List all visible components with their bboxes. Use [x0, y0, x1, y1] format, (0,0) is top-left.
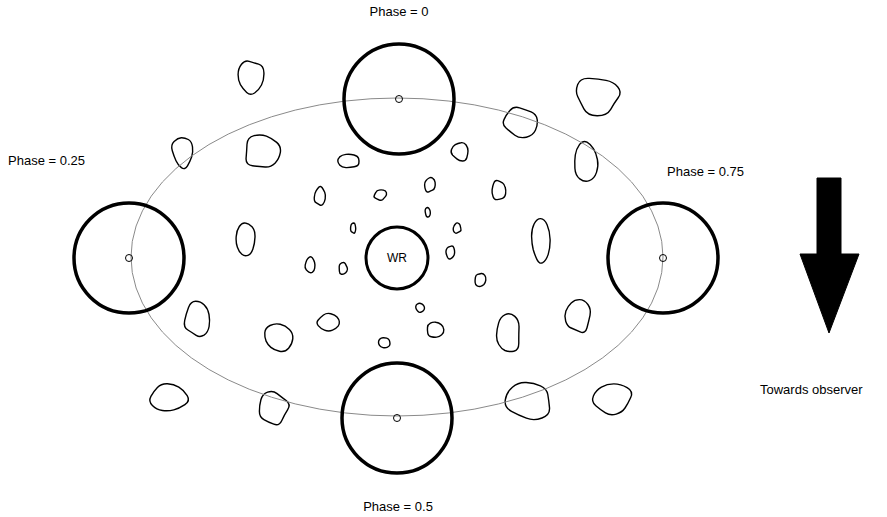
wind-clump — [314, 186, 325, 205]
star-center — [396, 96, 403, 103]
wind-clump — [451, 143, 468, 161]
wind-clump — [503, 107, 537, 137]
phase-label: Phase = 0.25 — [8, 153, 85, 169]
wind-clump — [351, 223, 356, 233]
wind-clump — [565, 300, 590, 333]
wind-clump — [172, 138, 193, 169]
wind-clump — [497, 314, 519, 352]
wind-clump — [576, 78, 620, 115]
wind-clump — [453, 223, 461, 233]
wind-clump — [374, 190, 387, 200]
wind-clump — [236, 223, 255, 256]
wind-clump — [338, 154, 359, 167]
wind-clump — [259, 392, 289, 425]
wind-clump — [427, 322, 443, 337]
phase-label: Phase = 0 — [370, 4, 429, 20]
companion-star — [344, 44, 454, 154]
wind-clump — [238, 61, 264, 94]
wind-clump — [246, 135, 280, 167]
wind-clump — [184, 301, 209, 336]
wind-clump — [305, 257, 315, 273]
wind-clump — [575, 141, 598, 181]
wind-clump — [339, 262, 347, 274]
wind-clump — [532, 219, 551, 264]
wind-clump — [425, 178, 436, 193]
star-center — [126, 255, 133, 262]
phase-label: Phase = 0.75 — [667, 164, 744, 180]
companion-star — [608, 203, 718, 313]
wind-clump — [593, 384, 632, 415]
wind-clump — [505, 382, 549, 419]
wind-clump — [265, 324, 293, 352]
phase-label: Phase = 0.5 — [363, 499, 433, 515]
companion-star — [342, 363, 452, 473]
direction-label: Towards observer — [760, 382, 863, 398]
star-label: WR — [387, 251, 407, 265]
wind-clump — [425, 207, 430, 217]
wind-clump — [378, 338, 390, 348]
companion-star — [74, 203, 184, 313]
star-center — [660, 255, 667, 262]
wind-clump — [446, 246, 455, 259]
direction-arrow — [800, 178, 859, 333]
wind-clump — [317, 313, 339, 331]
wind-clump — [475, 273, 486, 286]
wind-clump — [416, 303, 425, 312]
wind-clump — [150, 384, 189, 411]
wind-clumps — [150, 61, 632, 425]
orbit-ellipse — [131, 98, 663, 416]
wr-star: WR — [364, 225, 430, 291]
wind-clump — [492, 180, 506, 199]
star-center — [394, 415, 401, 422]
